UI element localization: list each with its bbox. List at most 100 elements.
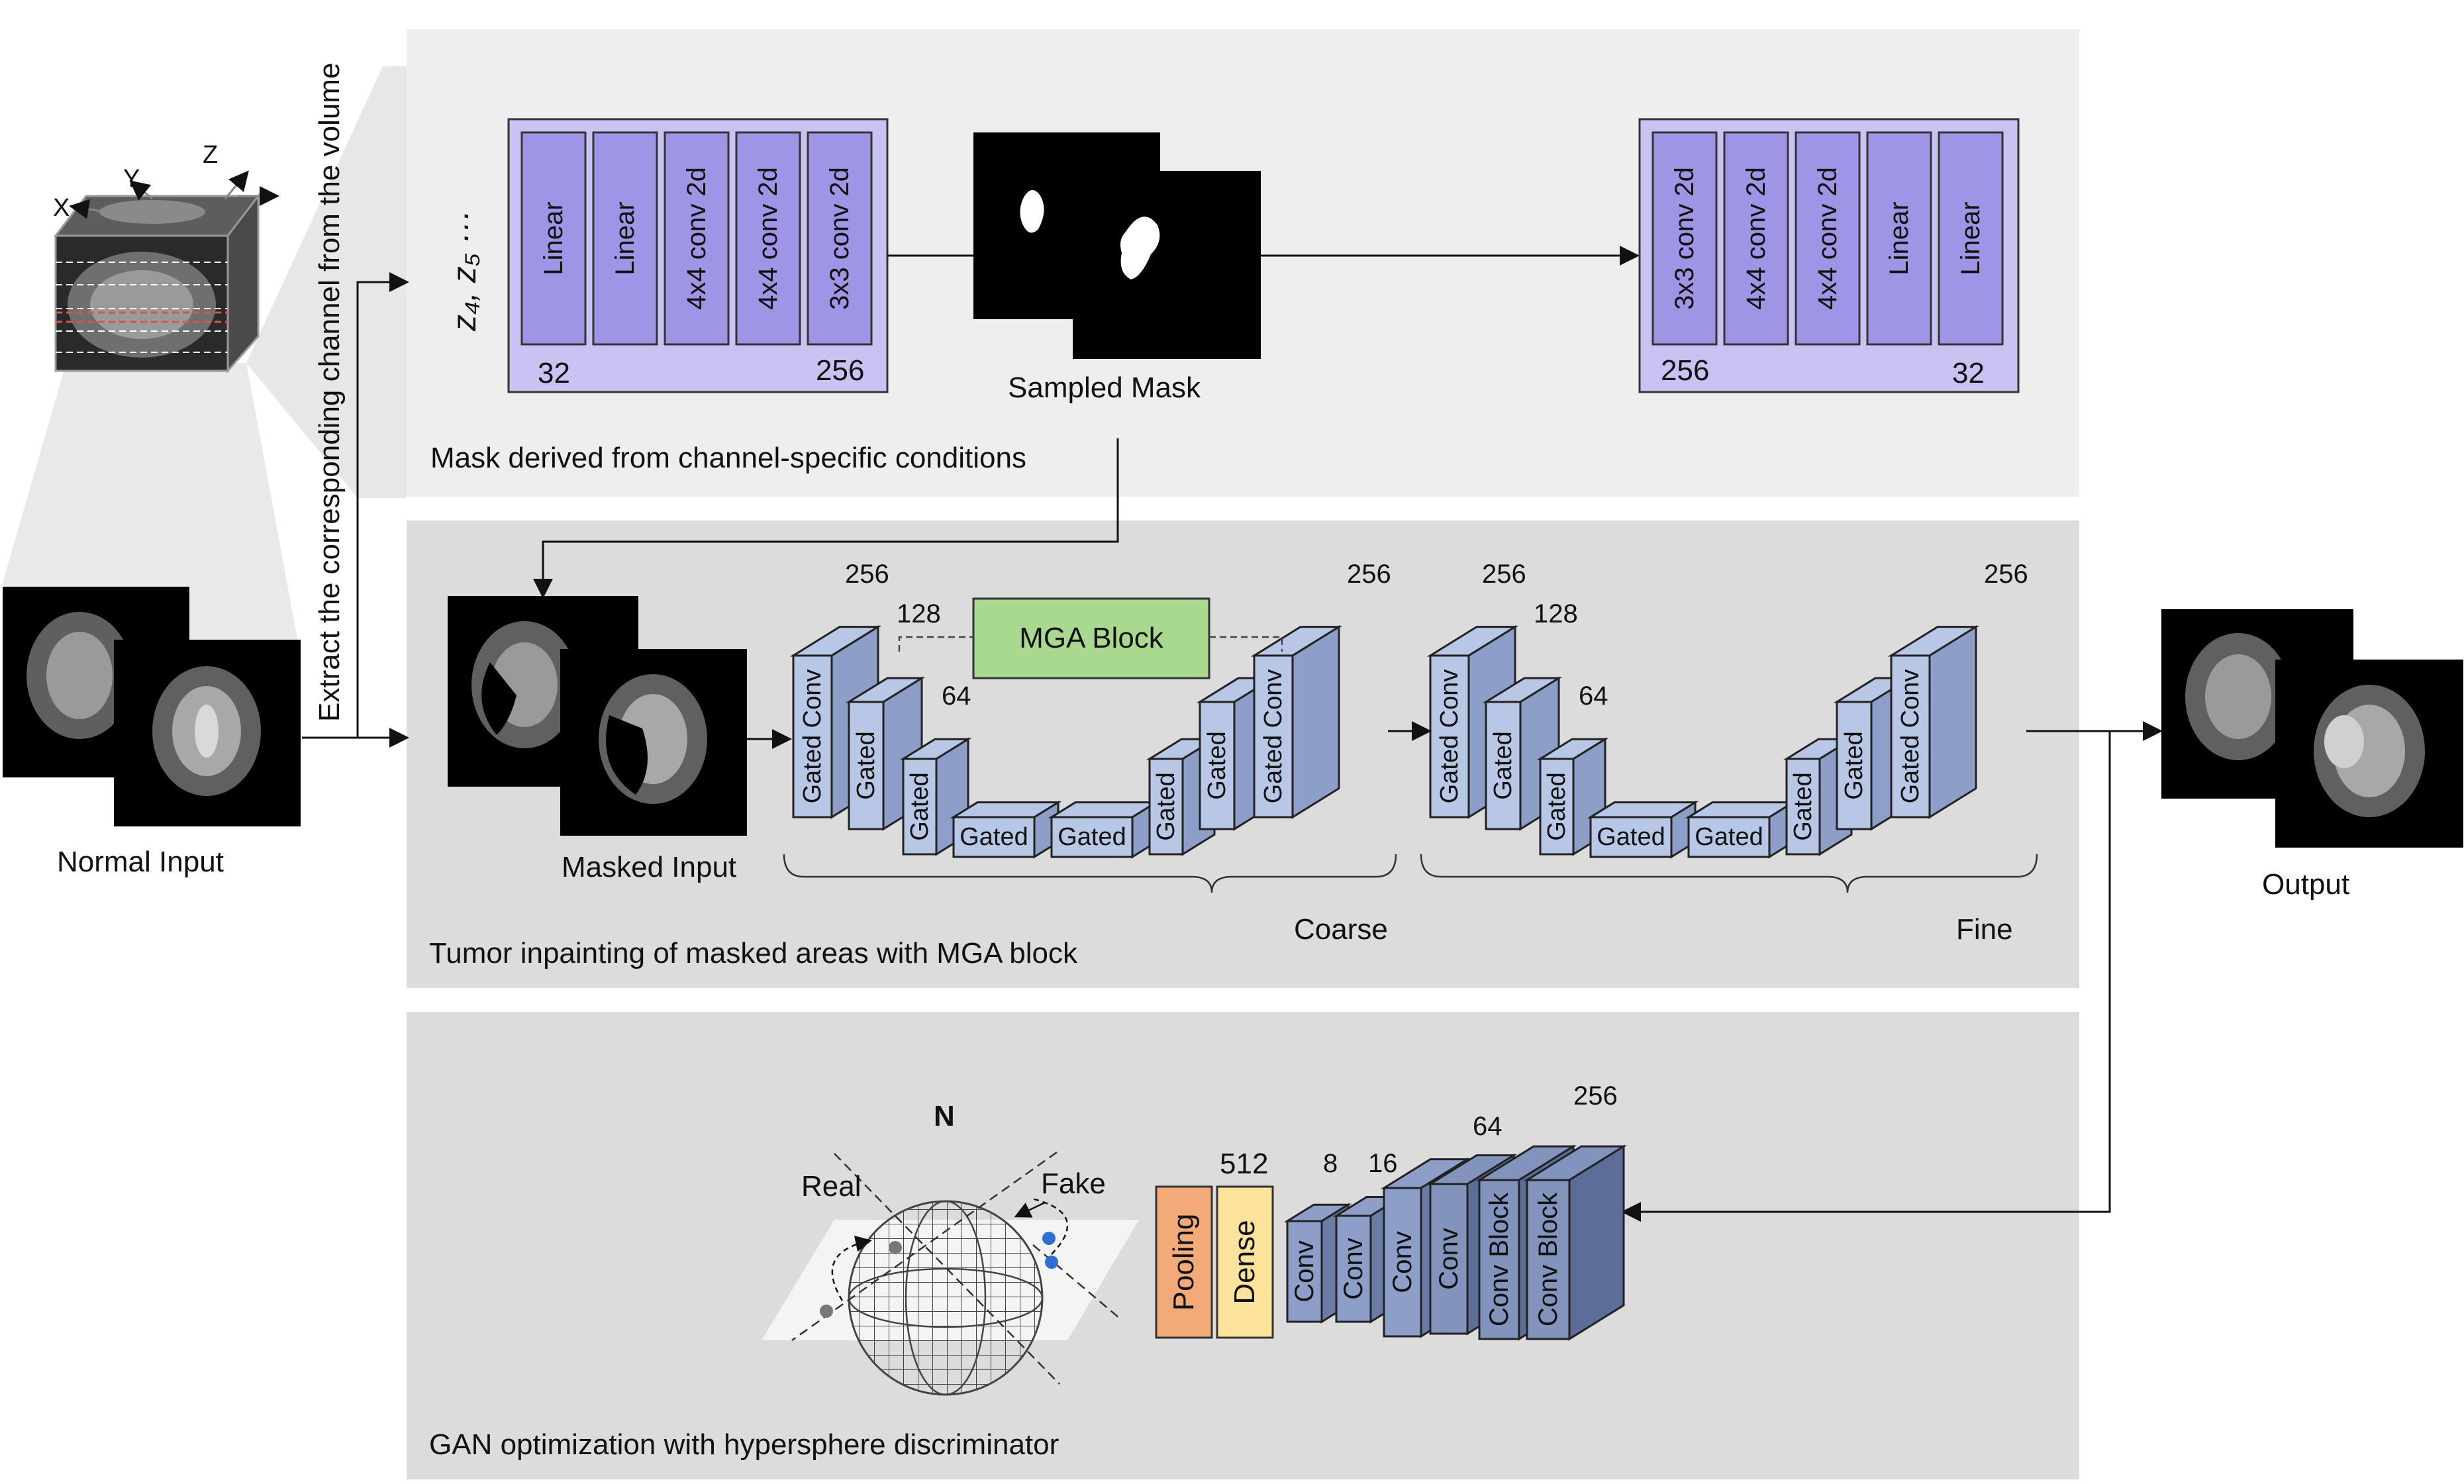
encoder-dim-left: 32 (538, 357, 570, 389)
dec-layers-layer-label: Linear (1885, 201, 1914, 275)
input-funnel (3, 363, 298, 642)
disc-block-front-face (1335, 1214, 1372, 1323)
disc-dim-label: 64 (1473, 1112, 1503, 1141)
fine-net-dim-label: 256 (1984, 560, 2028, 589)
hypersphere (762, 1151, 1139, 1396)
coarse-net-block-front-face (902, 758, 938, 856)
enc-layers-layer (520, 131, 587, 346)
output-label: Output (2262, 868, 2349, 901)
dec-layers-layer (1795, 131, 1861, 346)
coarse-net-block-side-face (1291, 624, 1340, 819)
dec-layers-layer (1651, 131, 1718, 346)
fine-net-block: Gated Conv (1887, 624, 1980, 819)
disc-block-label: Conv (1388, 1231, 1417, 1293)
coarse-net-block-front-face (1148, 758, 1184, 856)
axis-z-label: Z (203, 141, 218, 169)
fine-net-block-label: Gated (1597, 823, 1665, 851)
disc-block-front-face (1429, 1183, 1469, 1335)
coarse-net-block-label: Gated Conv (1259, 669, 1287, 804)
panel-mid-caption: Tumor inpainting of masked areas with MG… (429, 937, 1078, 969)
coarse-net-block-front-face (1050, 816, 1134, 858)
panel-top-caption: Mask derived from channel-specific condi… (430, 442, 1026, 474)
mga-block (972, 597, 1210, 679)
disc-block-label: Conv (1290, 1240, 1319, 1302)
enc-layers-layer-label: Linear (611, 201, 640, 275)
fine-net-block: Gated (1587, 800, 1699, 859)
sampled-mask-label: Sampled Mask (1008, 371, 1201, 404)
encoder-dim-right: 256 (816, 354, 864, 387)
normal-input-images (3, 587, 301, 826)
dec-layers-layer-label: 3x3 conv 2d (1670, 167, 1699, 310)
dense-dim: 512 (1220, 1148, 1268, 1180)
disc-block-label: Conv (1434, 1228, 1463, 1289)
fine-net-dim-label: 64 (1579, 681, 1608, 711)
coarse-net-block-front-face (952, 816, 1036, 858)
disc-block-label: Conv Block (1485, 1192, 1514, 1326)
fine-net-block-front-face (1890, 654, 1931, 818)
coarse-net-block-front-face (792, 654, 833, 818)
disc-dim-label: 8 (1323, 1149, 1338, 1178)
pooling-label: Pooling (1167, 1214, 1200, 1311)
pooling-block (1155, 1185, 1213, 1339)
fine-net-block-label: Gated Conv (1436, 669, 1463, 804)
coarse-net-block: Gated (950, 800, 1062, 859)
latent-label: z₄, z₅ ··· (446, 211, 483, 332)
coarse-net-dim-label: 256 (845, 560, 889, 589)
normal-input-label: Normal Input (57, 846, 224, 878)
enc-layers-layer (664, 131, 730, 346)
output-images (2161, 609, 2463, 848)
fine-brace (1420, 854, 2038, 893)
coarse-net-dim-label: 256 (1347, 560, 1391, 589)
fine-net-block-label: Gated (1489, 731, 1517, 800)
disc-dim-label: 256 (1573, 1081, 1618, 1111)
fine-net-block-front-face (1836, 701, 1873, 830)
dec-layers-layer (1723, 131, 1789, 346)
coarse-net-block: Gated Conv (1250, 624, 1343, 819)
fine-net-block-label: Gated (1840, 731, 1868, 800)
coarse-net-dim-label: 64 (942, 681, 971, 711)
coarse-net-block-label: Gated (1058, 823, 1126, 851)
disc-block-front-face (1526, 1179, 1571, 1340)
masked-input-label: Masked Input (562, 851, 736, 883)
mga-connector (898, 636, 1283, 652)
disc-block-front-face (1286, 1220, 1323, 1323)
enc-layers-layer (807, 131, 873, 346)
north-label: N (934, 1100, 955, 1132)
disc-block-front-face (1383, 1187, 1422, 1338)
extract-channel-label: Extract the corresponding channel from t… (313, 63, 346, 722)
fine-net-block-front-face (1485, 701, 1522, 830)
fine-net-block-label: Gated Conv (1897, 669, 1924, 804)
sampled-mask (973, 132, 1261, 359)
decoder-dim-right: 32 (1952, 357, 1985, 389)
coarse-net-block: Gated (1048, 800, 1160, 859)
dec-layers-layer-label: 4x4 conv 2d (1813, 167, 1842, 310)
coarse-net-block-front-face (848, 701, 885, 830)
input-to-top-arrow (356, 272, 409, 738)
axis-y-label: Y (123, 165, 140, 193)
fine-net-block-front-face (1785, 758, 1821, 856)
brain-volume-cube: X Y Z (53, 141, 279, 373)
dec-layers-layer (1938, 131, 2004, 346)
disc-block-label: Conv Block (1534, 1192, 1563, 1326)
coarse-net-block-label: Gated (1152, 772, 1180, 841)
real-label: Real (801, 1170, 862, 1203)
enc-layers-layer (735, 131, 801, 346)
disc-block: Conv Block (1523, 1144, 1628, 1341)
coarse-net-block-front-face (1253, 654, 1294, 818)
mga-block-label: MGA Block (1019, 622, 1164, 654)
fine-net-block-label: Gated (1789, 772, 1817, 841)
fine-net-block-front-face (1589, 816, 1673, 858)
coarse-net-block-label: Gated (852, 731, 880, 800)
coarse-label: Coarse (1294, 913, 1388, 946)
fine-net-block-front-face (1429, 654, 1470, 818)
disc-block-side-face (1568, 1144, 1625, 1341)
disc-block-front-face (1478, 1179, 1520, 1340)
dense-block (1216, 1185, 1274, 1339)
fake-label: Fake (1041, 1167, 1106, 1200)
coarse-net-block-label: Gated (960, 823, 1028, 851)
coarse-net-block-front-face (1199, 701, 1236, 830)
mask-to-masked-input-arrow (533, 438, 1119, 599)
axis-x-label: X (53, 194, 70, 222)
